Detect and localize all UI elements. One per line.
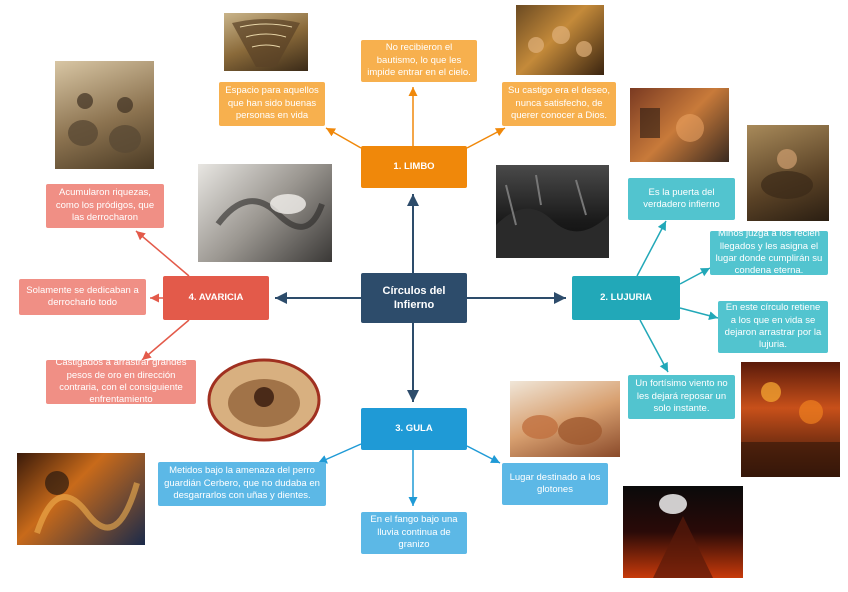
- avaricia-note-2-text: Solamente se dedicaban a derrocharlo tod…: [26, 284, 139, 308]
- center-label: Círculos del Infierno: [382, 284, 446, 311]
- gula-label: 3. GULA: [395, 422, 433, 434]
- avaricia-note-3: Castigados a arrastrar grandes pesos de …: [46, 360, 196, 404]
- limbo-label: 1. LIMBO: [393, 160, 435, 172]
- avaricia-image-1: [55, 61, 154, 169]
- lujuria-node: 2. LUJURIA: [572, 276, 680, 320]
- lujuria-image-2: [630, 88, 729, 162]
- gula-note-2-text: En el fango bajo una lluvia continua de …: [370, 514, 458, 551]
- lujuria-note-1-text: Es la puerta del verdadero infierno: [643, 186, 720, 210]
- lujuria-note-2-text: Minos juzga a los recién llegados y les …: [715, 231, 823, 275]
- gula-node: 3. GULA: [361, 408, 467, 450]
- avaricia-label: 4. AVARICIA: [188, 291, 244, 303]
- gula-image-2: [510, 381, 620, 457]
- avaricia-note-1: Acumularon riquezas, como los pródigos, …: [46, 184, 164, 228]
- center-node: Círculos del Infierno: [361, 273, 467, 323]
- limbo-node: 1. LIMBO: [361, 146, 467, 188]
- gula-note-1-text: Metidos bajo la amenaza del perro guardi…: [164, 465, 320, 502]
- gula-note-3-text: Lugar destinado a los glotones: [509, 471, 601, 495]
- lujuria-note-3: En este círculo retiene a los que en vid…: [718, 301, 828, 353]
- gula-image-3: [17, 453, 145, 545]
- limbo-note-2: Espacio para aquellos que han sido buena…: [219, 82, 325, 126]
- limbo-note-1-text: No recibieron el bautismo, lo que les im…: [367, 42, 471, 79]
- limbo-image-1: [224, 13, 308, 71]
- limbo-note-3: Su castigo era el deseo, nunca satisfech…: [502, 82, 616, 126]
- lujuria-image-4: [741, 362, 840, 477]
- lujuria-label: 2. LUJURIA: [600, 291, 652, 303]
- limbo-note-3-text: Su castigo era el deseo, nunca satisfech…: [508, 85, 610, 122]
- lujuria-note-4-text: Un fortísimo viento no les dejará reposa…: [635, 378, 728, 415]
- gula-image-1: [204, 355, 322, 445]
- lujuria-note-4: Un fortísimo viento no les dejará reposa…: [628, 375, 735, 419]
- lujuria-note-1: Es la puerta del verdadero infierno: [628, 178, 735, 220]
- avaricia-note-2: Solamente se dedicaban a derrocharlo tod…: [19, 279, 146, 315]
- limbo-note-1: No recibieron el bautismo, lo que les im…: [361, 40, 477, 82]
- limbo-note-2-text: Espacio para aquellos que han sido buena…: [225, 85, 319, 122]
- avaricia-note-3-text: Castigados a arrastrar grandes pesos de …: [55, 360, 187, 404]
- avaricia-image-2: [198, 164, 332, 262]
- avaricia-note-1-text: Acumularon riquezas, como los pródigos, …: [55, 187, 155, 224]
- lujuria-image-1: [496, 165, 609, 258]
- avaricia-node: 4. AVARICIA: [163, 276, 269, 320]
- lujuria-image-3: [747, 125, 829, 221]
- gula-note-3: Lugar destinado a los glotones: [502, 463, 608, 505]
- gula-note-2: En el fango bajo una lluvia continua de …: [361, 512, 467, 554]
- limbo-image-2: [516, 5, 604, 75]
- gula-image-4: [623, 486, 743, 578]
- lujuria-note-2: Minos juzga a los recién llegados y les …: [710, 231, 828, 275]
- gula-note-1: Metidos bajo la amenaza del perro guardi…: [158, 462, 326, 506]
- lujuria-note-3-text: En este círculo retiene a los que en vid…: [724, 302, 822, 351]
